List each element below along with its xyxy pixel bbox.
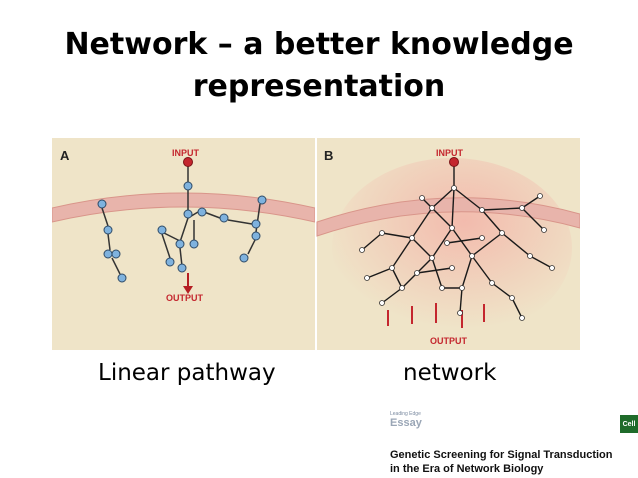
panel-b-edges xyxy=(361,165,553,319)
panel-b-membrane xyxy=(316,197,580,237)
panel-a-nodes xyxy=(97,181,267,283)
reference-title-line-2: in the Era of Network Biology xyxy=(390,463,544,475)
panel-b-input-node xyxy=(449,157,459,167)
panel-a-letter: A xyxy=(60,148,70,163)
cell-logo: Cell xyxy=(620,415,638,433)
panel-b-nodes xyxy=(359,185,555,321)
panel-b-output-label: OUTPUT xyxy=(430,336,468,346)
title-line-2: representation xyxy=(192,69,446,104)
reference-block: Leading Edge Essay Genetic Screening for… xyxy=(390,411,630,475)
figure-svg: A INPUT OUTPUT xyxy=(52,138,580,350)
reference-title-line-1: Genetic Screening for Signal Transductio… xyxy=(390,449,613,461)
panel-a-input-node xyxy=(183,157,193,167)
caption-network: network xyxy=(403,360,497,386)
slide-title: Network – a better knowledge representat… xyxy=(0,24,638,108)
panel-a-edges xyxy=(101,165,261,275)
title-line-1: Network – a better knowledge xyxy=(64,27,574,62)
panel-b-glow xyxy=(332,158,572,338)
reference-kicker: Leading Edge xyxy=(390,411,421,417)
panel-a-output-arrowhead xyxy=(183,286,193,294)
network-figure: A INPUT OUTPUT xyxy=(52,138,580,350)
panel-b-letter: B xyxy=(324,148,333,163)
reference-section: Essay xyxy=(390,417,422,429)
panel-a-output-label: OUTPUT xyxy=(166,293,204,303)
panel-a-input-label: INPUT xyxy=(172,148,200,158)
panel-b-input-label: INPUT xyxy=(436,148,464,158)
panel-a: A INPUT OUTPUT xyxy=(52,138,316,350)
caption-linear-pathway: Linear pathway xyxy=(98,360,276,386)
panel-b: B INPUT OUTPUT xyxy=(316,138,580,350)
